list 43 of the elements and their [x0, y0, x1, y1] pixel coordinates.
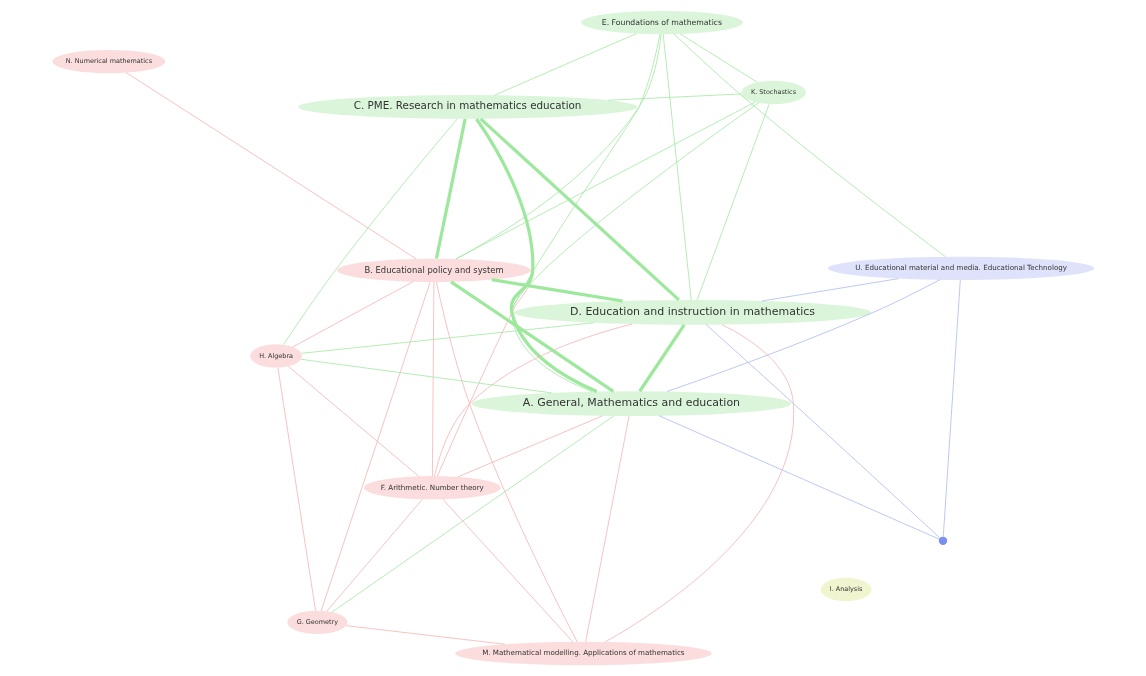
connector [666, 279, 940, 392]
connector [277, 367, 316, 611]
connector [435, 281, 578, 643]
connector [442, 499, 573, 643]
connector [696, 103, 770, 301]
connector [287, 366, 419, 477]
connector [584, 415, 629, 643]
connector [326, 499, 423, 612]
connector [331, 415, 614, 613]
connector [662, 33, 692, 301]
connector [457, 415, 603, 478]
node-ellipse: D. Education and instruction in mathematics [513, 300, 871, 325]
connector [433, 323, 633, 477]
connector [658, 415, 939, 540]
connector [345, 625, 505, 645]
connector [291, 281, 413, 348]
connector [761, 278, 899, 302]
connector [449, 280, 614, 393]
connector [431, 281, 434, 477]
node-ellipse: B. Educational policy and system [336, 258, 531, 282]
connector [434, 118, 467, 259]
connector [490, 278, 623, 303]
node-ellipse: C. PME. Research in mathematics education [297, 95, 637, 119]
connector [125, 72, 416, 260]
connector [607, 93, 742, 101]
connector [679, 33, 758, 83]
node-ellipse: A. General, Mathematics and education [471, 391, 791, 416]
node-circle [938, 536, 947, 546]
connector [282, 118, 458, 346]
connector [300, 322, 594, 354]
connector [493, 33, 637, 96]
connector [474, 118, 597, 393]
connector [300, 358, 552, 394]
connector [705, 324, 940, 539]
connector [511, 102, 759, 392]
connector [604, 324, 794, 643]
connector [673, 33, 946, 257]
connector [637, 324, 686, 393]
connector [479, 117, 680, 302]
connector [942, 279, 961, 538]
connector [511, 33, 660, 392]
connector [454, 101, 755, 260]
connector [320, 281, 431, 612]
